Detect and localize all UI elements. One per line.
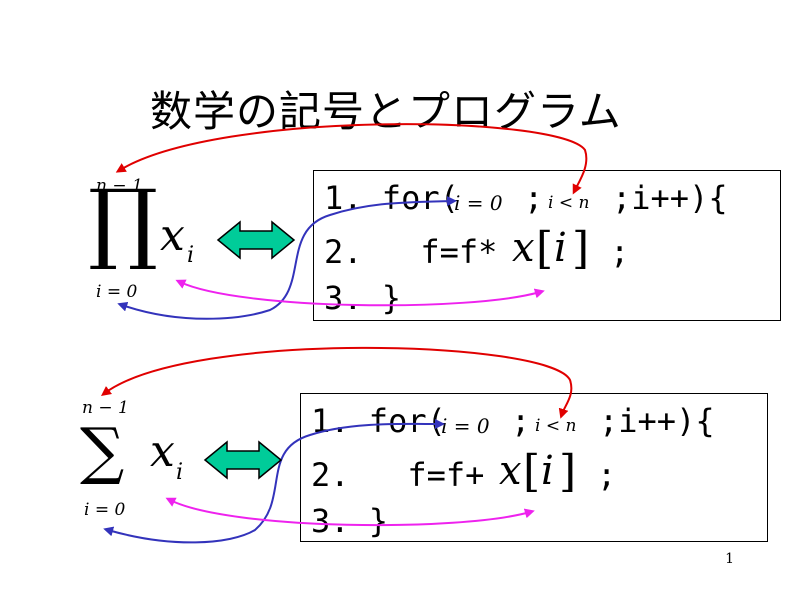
code-line-1-suffix: ;i++){ xyxy=(612,179,728,217)
red-arrow-upper-limit-to-condition xyxy=(100,346,573,419)
code-right-bracket: ] xyxy=(572,223,590,274)
code-loop-condition: i < n xyxy=(535,416,577,436)
code-loop-init: i = 0 xyxy=(454,191,503,215)
code-line-1-suffix: ;i++){ xyxy=(599,402,715,440)
code-loop-condition: i < n xyxy=(548,193,590,213)
magenta-arrow-term-to-array xyxy=(165,497,535,527)
code-right-bracket: ] xyxy=(559,446,577,497)
slide-title: 数学の記号とプログラム xyxy=(150,87,622,136)
code-left-bracket: [ xyxy=(523,446,541,497)
blue-arrow-lower-limit-to-init xyxy=(103,418,445,544)
red-arrow-upper-limit-to-condition xyxy=(115,123,588,195)
page-number: 1 xyxy=(725,551,734,567)
sum-equivalence-double-arrow xyxy=(203,440,283,480)
code-array-index: i xyxy=(554,225,567,271)
code-array-expr: x xyxy=(499,448,522,494)
code-array-index: i xyxy=(541,448,554,494)
blue-arrow-lower-limit-to-init xyxy=(117,196,457,320)
product-equivalence-double-arrow xyxy=(216,220,296,260)
code-line-2-suffix: ; xyxy=(610,233,630,271)
code-array-expr: x xyxy=(512,225,535,271)
code-left-bracket: [ xyxy=(536,223,554,274)
code-line-2-suffix: ; xyxy=(597,456,617,494)
magenta-arrow-term-to-array xyxy=(175,279,545,307)
